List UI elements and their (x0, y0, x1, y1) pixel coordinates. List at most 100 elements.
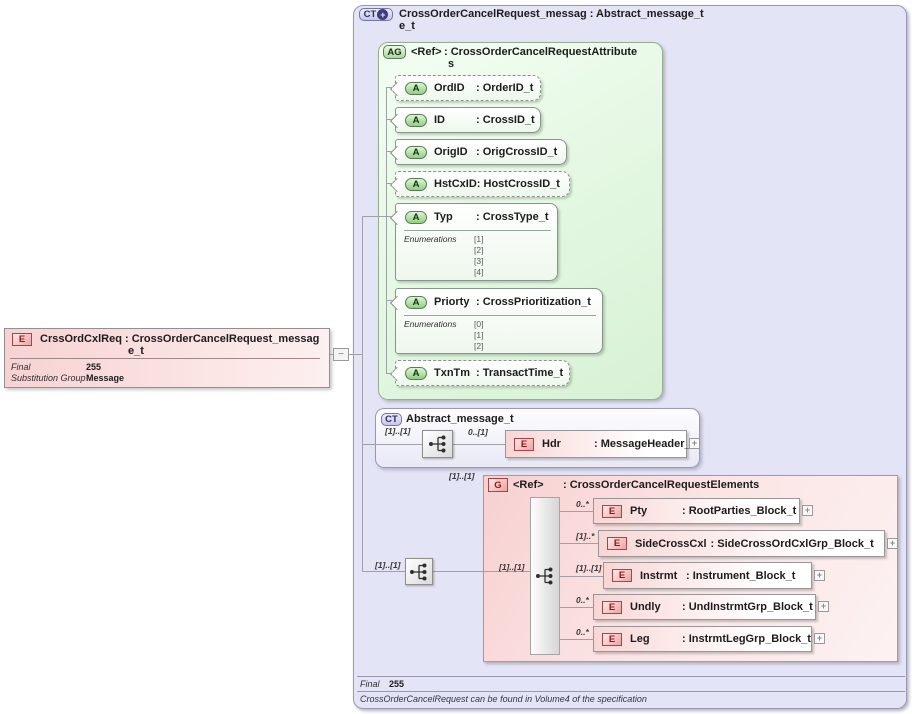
attributegroup-badge: AG (383, 45, 406, 59)
connector (362, 216, 395, 217)
enumerations-label: Enumerations (404, 319, 457, 329)
sequence-icon[interactable] (422, 430, 453, 458)
attribute-type: : HostCrossID_t (476, 178, 560, 190)
cardinality-label: 0..* (576, 627, 589, 637)
connector (560, 576, 605, 577)
connector (386, 87, 387, 374)
attribute-badge: A (405, 366, 427, 380)
connector (362, 216, 363, 572)
element-node-instrmt[interactable]: E Instrmt : Instrument_Block_t + (603, 562, 825, 589)
connector (560, 639, 595, 640)
enumeration-value: [2] (474, 245, 484, 255)
attribute-name: OrdID (434, 82, 465, 94)
element-badge: E (602, 600, 622, 614)
attribute-type: : OrderID_t (476, 82, 534, 94)
complextype-title-line1: CrossOrderCancelRequest_messag : Abstrac… (399, 8, 704, 20)
element-badge: E (607, 537, 627, 550)
enumeration-value: [4] (474, 267, 484, 277)
attribute-type: : CrossID_t (476, 114, 535, 126)
enumerations: Enumerations [0] [1] [2] (396, 319, 602, 352)
divider (357, 691, 905, 692)
element-type: : UndInstrmtGrp_Block_t (682, 601, 813, 613)
attributegroup-ref-label: <Ref> (411, 46, 442, 58)
attribute-node-id[interactable]: A ID : CrossID_t (395, 107, 541, 133)
element-node-undly[interactable]: E Undly : UndInstrmtGrp_Block_t + (593, 594, 829, 620)
complextype-badge-label: CT (363, 9, 377, 20)
sequence-glyph (536, 567, 553, 585)
attribute-node-typ[interactable]: A Typ : CrossType_t Enumerations [1] [2]… (395, 203, 558, 281)
element-badge: E (514, 437, 534, 451)
attribute-name: HstCxID (434, 178, 477, 190)
element-name: Instrmt (640, 569, 678, 582)
element-title: CrssOrdCxlReq : CrossOrderCancelRequest_… (40, 333, 328, 357)
cardinality-label: [1]..[1] (385, 426, 411, 436)
substitution-group-label: Substitution Group (11, 373, 86, 383)
cardinality-label: [1]..[1] (576, 563, 602, 573)
sequence-glyph (428, 435, 445, 453)
enumeration-value: [1] (474, 330, 484, 340)
expand-button[interactable]: + (887, 537, 898, 549)
sequence-icon[interactable] (405, 558, 433, 585)
attribute-node-origid[interactable]: A OrigID : OrigCrossID_t (395, 139, 567, 165)
attribute-badge: A (405, 145, 427, 159)
attribute-header: A Priorty : CrossPrioritization_t (396, 289, 602, 315)
group-ref-label: <Ref> (513, 479, 544, 491)
element-badge: E (602, 504, 622, 518)
annotation-note: CrossOrderCancelRequest can be found in … (360, 694, 647, 704)
attribute-node-txntm[interactable]: A TxnTm : TransactTime_t (395, 360, 570, 386)
element-node-leg[interactable]: E Leg : InstrmtLegGrp_Block_t + (593, 626, 825, 652)
enumeration-values: [1] [2] [3] [4] (474, 234, 483, 278)
attribute-type: : CrossPrioritization_t (476, 296, 591, 308)
final-value: 255 (389, 679, 405, 689)
group-badge: G (488, 478, 508, 492)
group-type: : CrossOrderCancelRequestElements (563, 479, 760, 491)
attribute-node-priorty[interactable]: A Priorty : CrossPrioritization_t Enumer… (395, 288, 603, 354)
sequence-glyph (410, 563, 427, 580)
element-badge: E (602, 632, 622, 646)
divider (404, 315, 596, 316)
divider (10, 358, 320, 359)
cardinality-label: [1]..[1] (449, 471, 475, 481)
element-type: : Instrument_Block_t (686, 569, 796, 582)
element-title-line2: e_t (128, 345, 144, 357)
attribute-name: TxnTm (434, 367, 471, 379)
attribute-node-ordid[interactable]: A OrdID : OrderID_t (395, 75, 541, 101)
attribute-badge: A (405, 177, 427, 191)
element-node-hdr[interactable]: E Hdr : MessageHeader_t + (505, 430, 700, 458)
divider (357, 676, 905, 677)
enumeration-value: [0] (474, 319, 484, 329)
expand-button[interactable]: + (689, 438, 700, 449)
element-node-sidecrosscxl[interactable]: E SideCrossCxl : SideCrossOrdCxlGrp_Bloc… (598, 530, 898, 557)
enumerations: Enumerations [1] [2] [3] [4] (396, 234, 557, 278)
cardinality-label: 0..[1] (468, 427, 488, 437)
element-type: : SideCrossOrdCxlGrp_Block_t (710, 537, 874, 550)
connector (560, 607, 595, 608)
sequence-bar[interactable] (530, 497, 560, 655)
extension-icon: + (377, 9, 389, 20)
attribute-node-hstcxid[interactable]: A HstCxID : HostCrossID_t (395, 171, 570, 197)
enumeration-value: [3] (474, 256, 484, 266)
cardinality-label: [1]..* (576, 531, 595, 541)
collapse-button[interactable]: − (333, 348, 349, 361)
attribute-type: : CrossType_t (476, 211, 549, 223)
attribute-badge: A (405, 295, 427, 309)
element-badge: E (612, 569, 632, 582)
cardinality-label: 0..* (576, 595, 589, 605)
cardinality-label: 0..* (576, 499, 589, 509)
final-label: Final (11, 362, 31, 372)
final-value: 255 (86, 362, 102, 372)
expand-button[interactable]: + (818, 601, 829, 612)
attribute-badge: A (405, 210, 427, 224)
attribute-header: A Typ : CrossType_t (396, 204, 557, 230)
connector (560, 511, 595, 512)
element-type: : MessageHeader_t (594, 438, 695, 450)
complextype-title: CrossOrderCancelRequest_messag : Abstrac… (399, 8, 899, 32)
complextype-badge: CT + (359, 8, 393, 21)
expand-button[interactable]: + (814, 569, 825, 581)
expand-button[interactable]: + (802, 505, 813, 516)
element-title-line1: CrssOrdCxlReq : CrossOrderCancelRequest_… (40, 333, 320, 345)
element-node-pty[interactable]: E Pty : RootParties_Block_t + (593, 498, 813, 524)
expand-button[interactable]: + (814, 633, 825, 644)
attribute-type: : TransactTime_t (476, 367, 564, 379)
